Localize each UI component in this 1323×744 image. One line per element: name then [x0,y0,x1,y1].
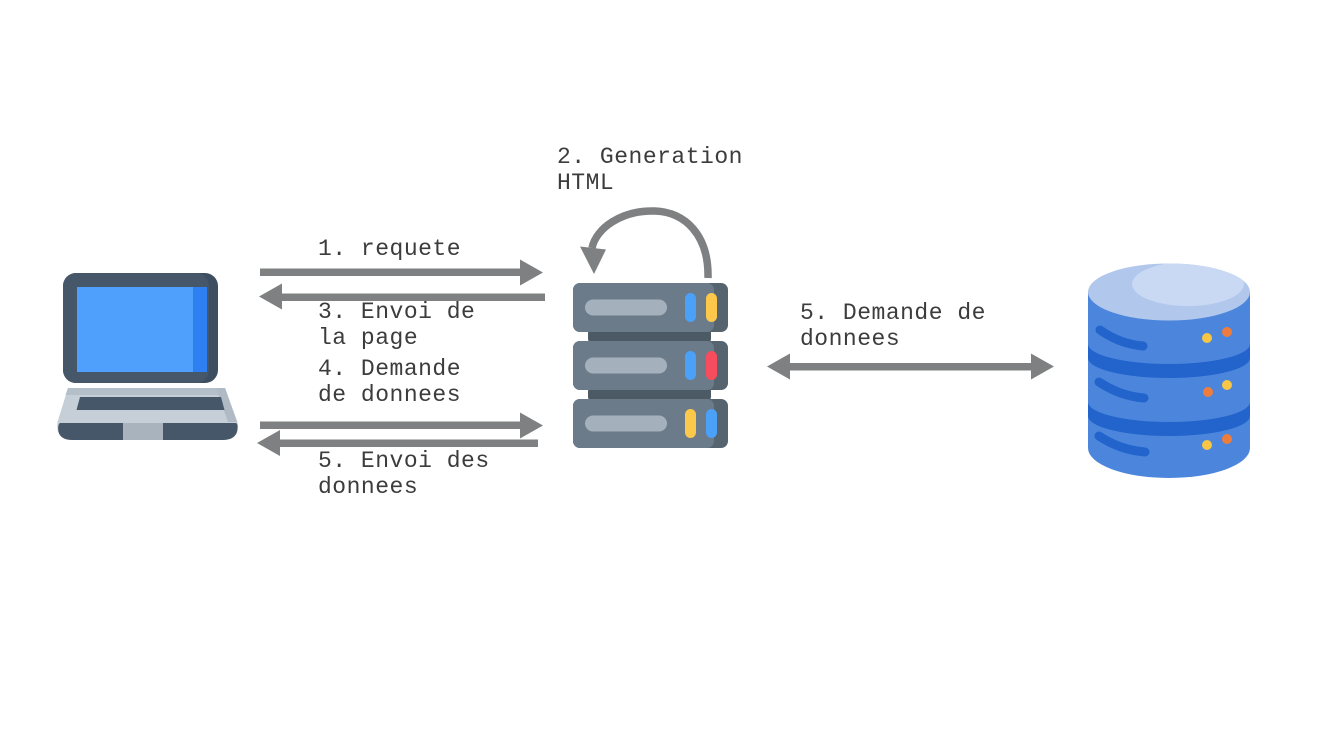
label-step5-demande-db: 5. Demande de donnees [800,300,986,352]
arrow-step3-envoi-page [259,283,545,310]
database-band [1088,402,1250,436]
server-icon [573,283,728,448]
arrow-step1-requete [260,259,543,286]
server-slot [585,357,667,374]
led-yellow [685,409,696,438]
laptop-keyboard [76,397,225,410]
label-step2-generation-html: 2. Generation HTML [557,144,743,196]
led-blue [685,351,696,380]
led-blue [706,409,717,438]
laptop-screen-edge [193,287,207,372]
laptop-icon [40,265,245,445]
server-connector [588,387,711,401]
led-blue [685,293,696,322]
dot-yellow [1202,333,1212,343]
database-status-dots [1202,327,1232,450]
laptop-trackpad-notch [123,423,163,440]
led-yellow [706,293,717,322]
server-slot [585,299,667,316]
arrow-step5-envoi-donnees [257,430,538,456]
server-unit-3 [573,399,728,448]
database-top-highlight [1132,263,1244,306]
database-band [1088,344,1250,378]
server-connector [588,329,711,343]
arrow-step5-demande-db [767,353,1054,380]
database-icon [1088,260,1250,480]
arrow-step4-demande-donnees [260,412,543,439]
server-unit-2 [573,341,728,390]
label-step4-demande-donnees: 4. Demande de donnees [318,356,462,408]
dot-orange [1222,434,1232,444]
label-step3-envoi-page: 3. Envoi de la page [318,299,476,351]
server-slot [585,415,667,432]
laptop-screen [77,287,193,372]
dot-orange [1222,327,1232,337]
dot-yellow [1202,440,1212,450]
database-dashes [1094,325,1150,457]
label-step1-requete: 1. requete [318,236,462,262]
label-step5-envoi-donnees: 5. Envoi des donnees [318,448,490,500]
dot-orange [1203,387,1213,397]
dot-yellow [1222,380,1232,390]
laptop-base [57,388,238,440]
arrow-step2-self-loop [580,207,712,279]
server-unit-1 [573,283,728,332]
led-red [706,351,717,380]
